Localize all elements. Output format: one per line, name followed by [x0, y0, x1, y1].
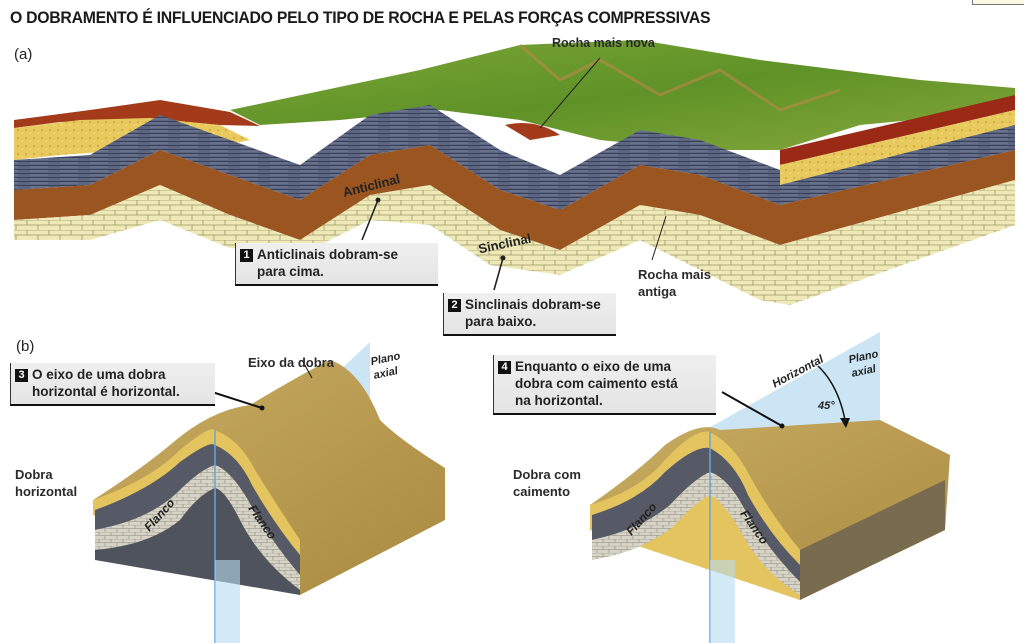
callout-text: para cima.: [257, 264, 324, 279]
callout-text: Anticlinais dobram-se: [257, 247, 399, 262]
label-oldest-rock-line1: Rocha mais: [638, 267, 711, 282]
label-oldest-rock-line2: antiga: [638, 284, 677, 299]
callout-text: horizontal é horizontal.: [32, 384, 180, 399]
panel-a-label: (a): [14, 46, 33, 63]
label-plunging-fold: Dobra com caimento: [513, 466, 581, 500]
label-angle-45: 45°: [818, 400, 835, 412]
callout-number: 1: [240, 249, 253, 262]
fold-type-line2: caimento: [513, 484, 571, 499]
callout-text: dobra com caimento está: [515, 376, 678, 391]
fold-type-line1: Dobra com: [513, 467, 581, 482]
callout-number: 2: [448, 299, 461, 312]
corner-box: [972, 0, 1024, 5]
callout-4-plunging-fold: 4 Enquanto o eixo de uma dobra com caimen…: [493, 355, 716, 415]
callout-text: Enquanto o eixo de uma: [515, 359, 672, 374]
panel-b-label: (b): [16, 338, 35, 355]
callout-text: Sinclinais dobram-se: [465, 297, 601, 312]
fold-type-line2: horizontal: [15, 484, 78, 499]
callout-1-anticlines: 1 Anticlinais dobram-se para cima.: [235, 243, 438, 286]
label-youngest-rock: Rocha mais nova: [552, 36, 655, 50]
label-horizontal-fold: Dobra horizontal: [15, 466, 77, 500]
callout-text: para baixo.: [465, 314, 537, 329]
label-oldest-rock: Rocha mais antiga: [638, 266, 711, 300]
callout-number: 3: [15, 369, 28, 382]
callout-text: na horizontal.: [515, 393, 603, 408]
page-title: O DOBRAMENTO É INFLUENCIADO PELO TIPO DE…: [10, 8, 711, 27]
callout-3-horizontal-fold: 3 O eixo de uma dobra horizontal é horizo…: [10, 363, 215, 406]
fold-type-line1: Dobra: [15, 467, 53, 482]
label-fold-axis: Eixo da dobra: [248, 355, 334, 370]
callout-2-synclines: 2 Sinclinais dobram-se para baixo.: [443, 293, 616, 336]
callout-number: 4: [498, 361, 511, 374]
callout-text: O eixo de uma dobra: [32, 367, 166, 382]
